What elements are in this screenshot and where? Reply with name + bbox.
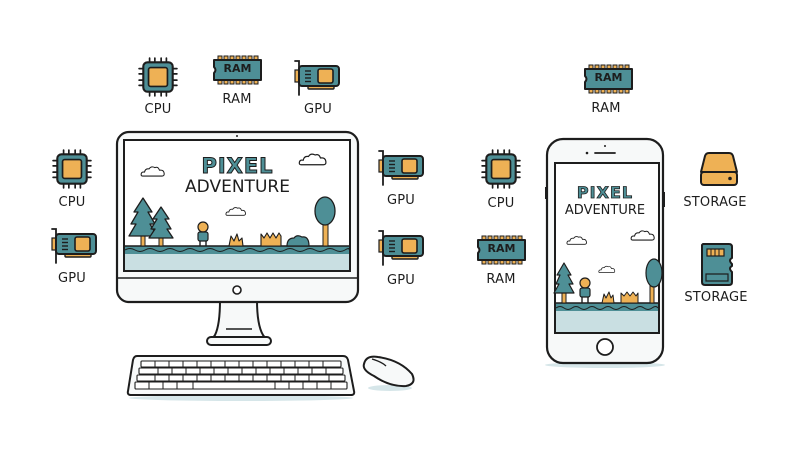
smartphone: PIXEL ADVENTURE <box>542 137 668 369</box>
phone-ram-top: RAM <box>582 64 634 94</box>
home-button[interactable] <box>597 339 613 355</box>
component-label: CPU <box>487 196 515 211</box>
component-label: GPU <box>303 102 333 117</box>
desktop-gpu-right-1 <box>376 148 426 188</box>
component-label: CPU <box>58 195 86 210</box>
component-label: GPU <box>57 271 87 286</box>
ram-chip-text: RAM <box>223 62 252 75</box>
component-label: GPU <box>386 193 416 208</box>
component-label: RAM <box>591 101 621 116</box>
ram-chip-text: RAM <box>487 242 516 255</box>
desktop-gpu-top <box>292 58 342 98</box>
desktop-cpu-top <box>137 56 179 98</box>
component-label: RAM <box>486 272 516 287</box>
component-label: STORAGE <box>683 195 747 210</box>
desktop-gpu-right-2 <box>376 228 426 268</box>
gpu-card-icon <box>49 226 99 266</box>
hard-drive-icon <box>697 150 741 190</box>
game-title-line1: PIXEL <box>201 154 274 179</box>
gpu-card-icon <box>292 58 342 98</box>
ram-chip-text: RAM <box>594 71 623 84</box>
phone-cpu-left <box>480 148 522 190</box>
phone-game-title-line1: PIXEL <box>576 183 634 203</box>
phone-game-title-line2: ADVENTURE <box>564 203 646 218</box>
cpu-chip-icon <box>51 148 93 190</box>
mouse <box>360 354 418 392</box>
keyboard <box>125 353 357 401</box>
component-label: GPU <box>386 273 416 288</box>
desktop-cpu-left <box>51 148 93 190</box>
gpu-card-icon <box>376 148 426 188</box>
game-title-line2: ADVENTURE <box>185 177 290 197</box>
cpu-chip-icon <box>137 56 179 98</box>
sd-card-icon <box>697 240 737 288</box>
phone-storage-drive <box>697 150 741 190</box>
gpu-card-icon <box>376 228 426 268</box>
component-label: STORAGE <box>684 290 748 305</box>
phone-ram-left: RAM <box>475 235 527 265</box>
component-label: CPU <box>144 102 172 117</box>
desktop-gpu-left <box>49 226 99 266</box>
component-label: RAM <box>222 92 252 107</box>
cpu-chip-icon <box>480 148 522 190</box>
desktop-monitor: PIXEL ADVENTURE <box>115 130 360 405</box>
desktop-ram-top: RAM <box>211 55 263 85</box>
phone-storage-sd <box>697 240 737 288</box>
